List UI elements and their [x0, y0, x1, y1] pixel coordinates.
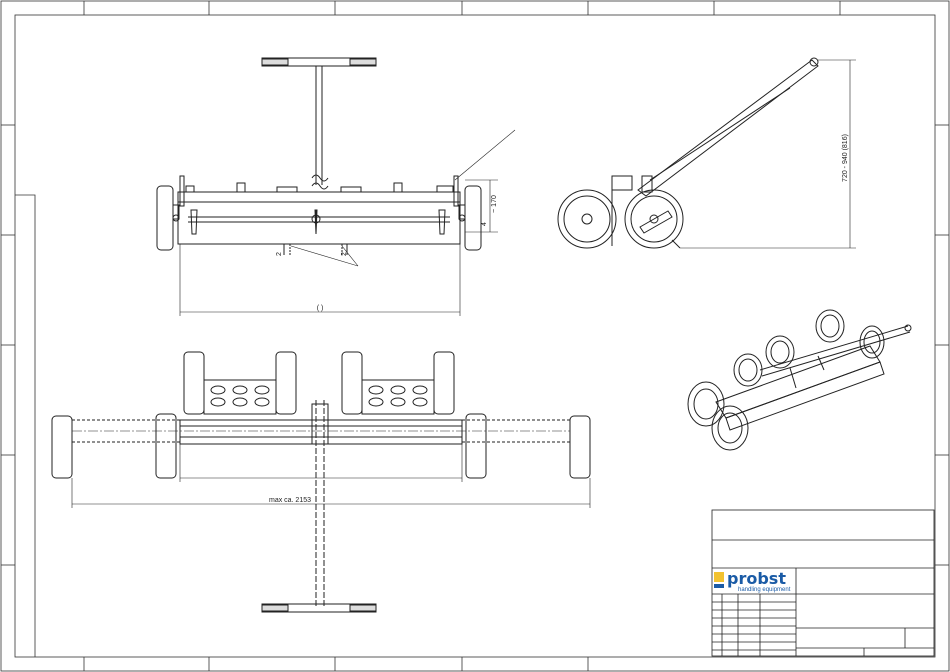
front-view [157, 58, 515, 316]
dimension-wheel-gap: 4 [481, 222, 488, 226]
logo-blue-bar [714, 584, 724, 588]
side-view [558, 58, 856, 248]
probst-logo: probst handling equipment [714, 569, 791, 593]
logo-yellow-square [714, 572, 724, 582]
dimension-small-b: 2 [341, 252, 348, 256]
brand-tagline: handling equipment [738, 587, 791, 593]
dimension-width-open: ( ) [317, 305, 324, 312]
dimension-max-width: max ca. 2153 [269, 497, 311, 504]
dimension-height-range: 720 - 940 (816) [842, 134, 849, 182]
top-view [52, 352, 590, 612]
isometric-view [688, 310, 911, 450]
brand-name: probst [727, 569, 786, 588]
dimension-clearance: ~ 170 [491, 195, 498, 213]
dimension-small-a: 2 [276, 252, 283, 256]
